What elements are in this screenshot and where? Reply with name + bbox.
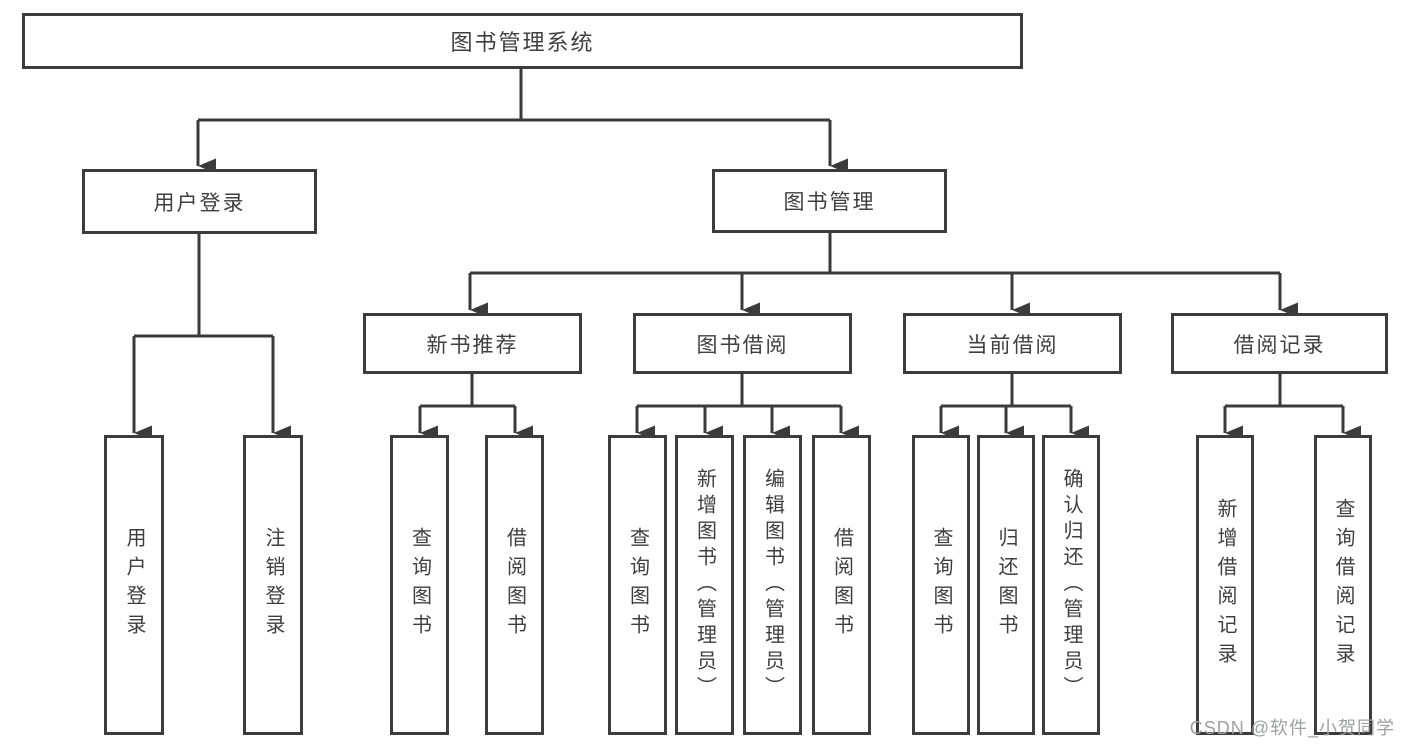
- leaf-add-borrow-record-label: 新增借阅记录: [1214, 498, 1236, 672]
- leaf-user-login-label: 用户登录: [123, 527, 145, 643]
- node-book-borrowing: 图书借阅: [633, 313, 852, 374]
- leaf-query-books-recommend-label: 查询图书: [408, 527, 431, 643]
- leaf-edit-books-admin: 编辑图书（管理员）: [743, 435, 802, 735]
- csdn-watermark: CSDN @软件_小贺同学: [1189, 718, 1395, 738]
- leaf-borrow-books: 借阅图书: [812, 435, 871, 735]
- node-borrowing-records: 借阅记录: [1171, 313, 1388, 374]
- leaf-add-books-admin-label: 新增图书（管理员）: [693, 468, 716, 702]
- connector-current-borrow-leaves: [941, 374, 1071, 408]
- leaf-borrow-books-recommend-label: 借阅图书: [503, 527, 526, 643]
- node-book-management: 图书管理: [712, 169, 947, 233]
- connector-root-level2: [198, 69, 830, 122]
- leaf-logout: 注销登录: [243, 435, 303, 735]
- node-new-book-recommendation: 新书推荐: [363, 313, 582, 374]
- leaf-return-books-label: 归还图书: [995, 527, 1017, 643]
- leaf-query-books-current-label: 查询图书: [930, 527, 952, 643]
- connector-book-management-level3: [470, 233, 1280, 275]
- connector-user-login-leaves: [134, 234, 273, 338]
- leaf-query-books-borrow-label: 查询图书: [626, 527, 649, 643]
- leaf-confirm-return-admin-label: 确认归还（管理员）: [1060, 468, 1082, 702]
- node-current-borrowing: 当前借阅: [903, 313, 1122, 374]
- node-library-management-system: 图书管理系统: [22, 13, 1023, 69]
- leaf-query-books-current: 查询图书: [912, 435, 970, 735]
- leaf-query-books-recommend: 查询图书: [390, 435, 449, 735]
- leaf-query-books-borrow: 查询图书: [608, 435, 667, 735]
- connector-new-book-leaves: [420, 374, 515, 408]
- leaf-borrow-books-recommend: 借阅图书: [485, 435, 544, 735]
- leaf-logout-label: 注销登录: [262, 527, 284, 643]
- leaf-borrow-books-label: 借阅图书: [830, 527, 853, 643]
- leaf-add-borrow-record: 新增借阅记录: [1196, 435, 1254, 735]
- leaf-edit-books-admin-label: 编辑图书（管理员）: [761, 468, 784, 702]
- connector-book-borrow-leaves: [637, 374, 841, 408]
- leaf-query-borrow-record: 查询借阅记录: [1314, 435, 1372, 735]
- connector-borrow-record-leaves: [1225, 374, 1343, 408]
- leaf-confirm-return-admin: 确认归还（管理员）: [1042, 435, 1100, 735]
- node-user-login: 用户登录: [82, 169, 317, 234]
- leaf-add-books-admin: 新增图书（管理员）: [675, 435, 734, 735]
- leaf-return-books: 归还图书: [977, 435, 1035, 735]
- leaf-query-borrow-record-label: 查询借阅记录: [1332, 498, 1354, 672]
- leaf-user-login: 用户登录: [104, 435, 164, 735]
